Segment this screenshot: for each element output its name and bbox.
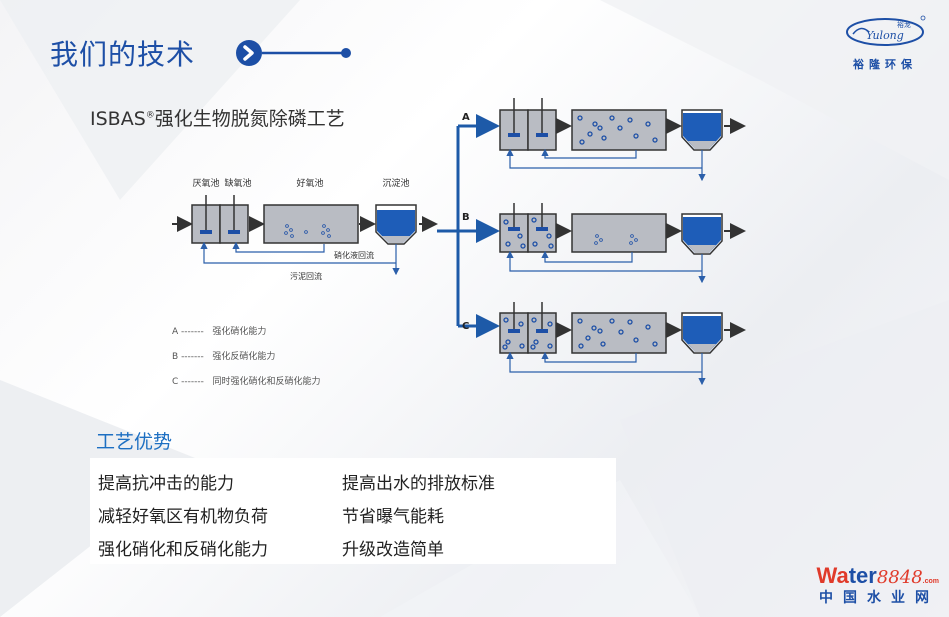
branch-c-train (499, 302, 746, 386)
page-title: 我们的技术 (50, 38, 196, 71)
legend-item-c: C ------- 同时强化硝化和反硝化能力 (172, 377, 321, 387)
label-clarifier: 沉淀池 (382, 177, 409, 189)
company-logo: 裕龙 Yulong 裕隆环保 (841, 14, 929, 72)
registered-mark: ® (145, 110, 155, 121)
advantage-item: 提高出水的排放标准 (342, 474, 495, 494)
label-sludge-return: 污泥回流 (290, 271, 322, 281)
title-arrow-decoration (236, 40, 351, 66)
advantage-item: 强化硝化和反硝化能力 (98, 540, 268, 560)
logo-mark-en: Yulong (866, 29, 904, 42)
label-aerobic: 好氧池 (296, 177, 323, 189)
legend-item-a: A ------- 强化硝化能力 (172, 327, 267, 337)
branch-b-train (499, 203, 746, 284)
subtitle-rest: 强化生物脱氮除磷工艺 (154, 108, 345, 130)
label-nitrate-return: 硝化液回流 (334, 250, 374, 260)
branch-legend: A ------- 强化硝化能力 B ------- 强化反硝化能力 C ---… (172, 320, 321, 395)
logo-brand-text: 裕隆环保 (853, 58, 917, 71)
subtitle-prefix: ISBAS (90, 108, 146, 130)
legend-item-b: B ------- 强化反硝化能力 (172, 352, 276, 362)
label-anaerobic: 厌氧池 (192, 177, 219, 189)
logo-mark-cn: 裕龙 (897, 20, 911, 29)
water8848-logo: Water8848.com 中国水业网 (817, 563, 939, 607)
advantage-item: 节省曝气能耗 (342, 507, 444, 527)
clarifier-tank (375, 204, 417, 245)
process-subtitle: ISBAS®强化生物脱氮除磷工艺 (90, 104, 345, 131)
advantage-item: 减轻好氧区有机物负荷 (98, 507, 268, 527)
yulong-logo-icon: 裕龙 Yulong (846, 15, 926, 46)
branch-b-label: B (462, 212, 470, 223)
branch-a-train (499, 98, 746, 182)
anaerobic-tank (191, 195, 221, 244)
advantages-box: 提高抗冲击的能力 提高出水的排放标准 减轻好氧区有机物负荷 节省曝气能耗 强化硝… (90, 458, 616, 564)
anoxic-tank (219, 195, 249, 244)
footer-brand-cn: 中国水业网 (819, 590, 939, 606)
advantages-title: 工艺优势 (96, 431, 173, 453)
label-anoxic: 缺氧池 (224, 177, 251, 189)
footer-brand: Water8848.com (816, 563, 939, 588)
advantage-item: 提高抗冲击的能力 (98, 474, 234, 494)
branch-c-label: C (462, 321, 469, 332)
advantage-item: 升级改造简单 (342, 540, 444, 560)
branch-a-label: A (462, 112, 470, 123)
aerobic-tank (263, 204, 359, 244)
